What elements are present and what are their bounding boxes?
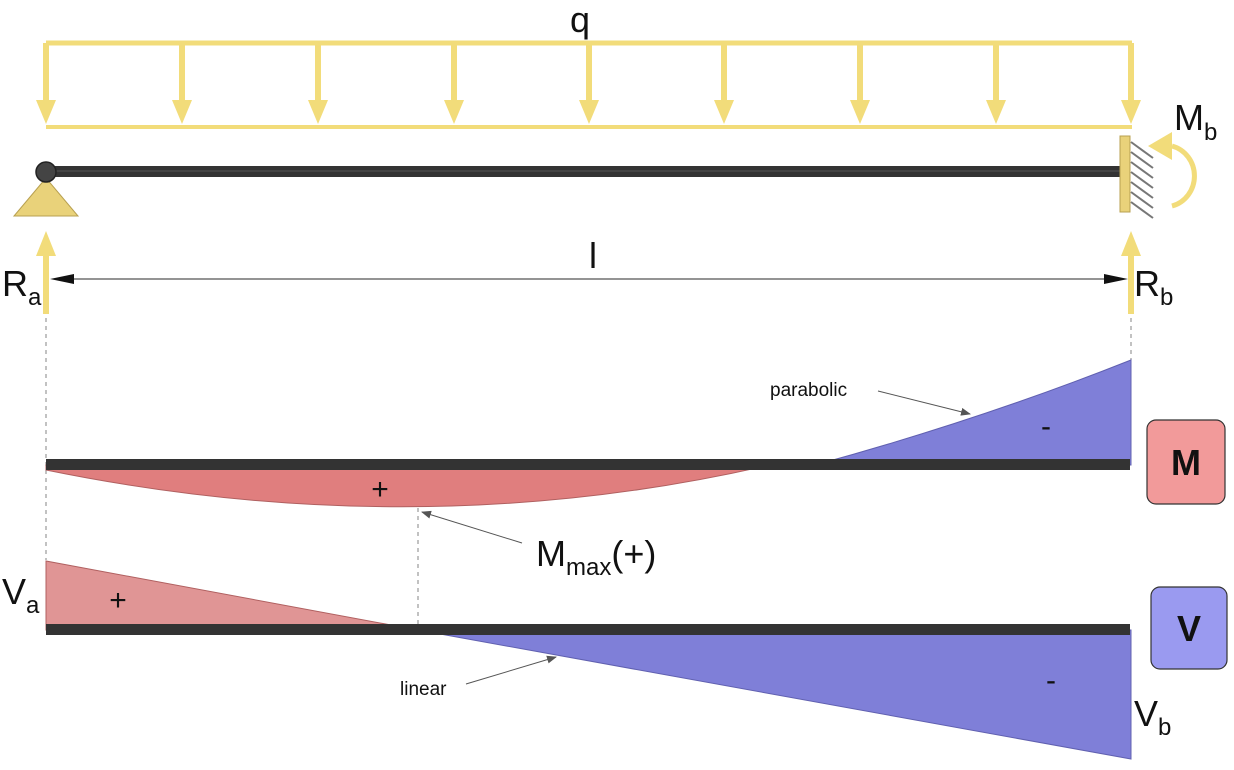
shear-minus-sign: -: [1046, 664, 1056, 697]
reaction-a-arrow: [36, 231, 56, 314]
shear-a-label: Va: [2, 571, 40, 619]
shear-diagram: + - linear Va Vb: [2, 560, 1171, 760]
load-arrow: [714, 43, 734, 124]
shear-legend-label: V: [1177, 608, 1201, 649]
moment-b-label: Mb: [1174, 97, 1217, 146]
load-arrow: [850, 43, 870, 124]
load-arrow: [1121, 43, 1141, 124]
moment-diagram: + - parabolic Mmax(+): [45, 359, 1132, 581]
span-label: l: [589, 235, 597, 276]
parabolic-label: parabolic: [770, 380, 847, 401]
moment-plus-sign: +: [371, 473, 389, 506]
moment-minus-sign: -: [1041, 410, 1051, 443]
moment-baseline: [46, 459, 1130, 470]
shear-positive-region: [45, 560, 419, 631]
reaction-b-arrow: [1121, 231, 1141, 314]
load-arrow: [172, 43, 192, 124]
moment-negative-region: [814, 359, 1132, 466]
moment-legend-label: M: [1171, 442, 1201, 483]
mmax-label: Mmax(+): [536, 533, 656, 581]
moment-legend-box: M: [1146, 419, 1226, 505]
load-arrow: [444, 43, 464, 124]
linear-label: linear: [400, 679, 447, 700]
shear-legend-box: V: [1150, 586, 1228, 670]
span-dimension: l: [50, 235, 1128, 284]
moment-b-arrow: Mb: [1148, 97, 1217, 209]
load-arrow: [986, 43, 1006, 124]
shear-b-label: Vb: [1134, 693, 1171, 741]
fixed-support: [1119, 135, 1154, 219]
load-arrow: [308, 43, 328, 124]
moment-positive-region: [45, 464, 771, 508]
shear-plus-sign: +: [109, 584, 127, 617]
distributed-load: q: [36, 0, 1141, 129]
guide-lines: [45, 318, 1132, 628]
beam: [46, 166, 1120, 177]
pin-support: [12, 161, 80, 217]
shear-negative-region: [417, 629, 1132, 760]
reaction-a-label: Ra: [2, 263, 42, 311]
reaction-b-label: Rb: [1134, 263, 1173, 311]
load-arrow: [579, 43, 599, 124]
load-label: q: [570, 0, 590, 40]
shear-baseline: [46, 624, 1130, 635]
load-arrows: [36, 43, 1141, 124]
load-arrow: [36, 43, 56, 124]
